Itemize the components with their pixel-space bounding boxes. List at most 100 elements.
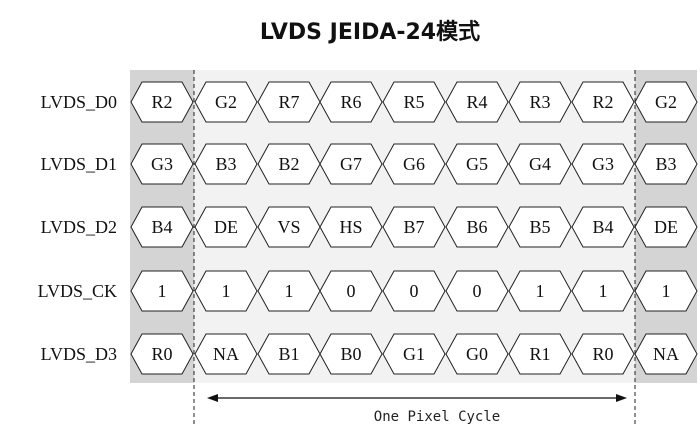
bit-cell-label: G4 — [529, 154, 551, 174]
bit-cell-label: 1 — [662, 281, 671, 301]
bit-cell-hexagon — [319, 270, 383, 312]
bit-cell-label: R0 — [151, 344, 172, 364]
bit-cell-hexagon — [634, 206, 698, 248]
bit-cell-label: G3 — [592, 154, 614, 174]
bit-cell-hexagon — [319, 333, 383, 375]
bit-cell-label: VS — [277, 217, 300, 237]
bit-cell-hexagon — [634, 81, 698, 123]
lane-label: LVDS_D0 — [41, 92, 117, 112]
bit-cell-hexagon — [571, 206, 635, 248]
bit-cell-label: B3 — [215, 154, 236, 174]
cycle-span-arrow — [207, 394, 627, 402]
bit-cell-label: B4 — [151, 217, 172, 237]
bit-cell-label: G2 — [655, 92, 677, 112]
bit-cell-label: R0 — [592, 344, 613, 364]
bit-cell-label: 1 — [222, 281, 231, 301]
bit-cell-hexagon — [445, 81, 509, 123]
bit-cell-label: R3 — [529, 92, 550, 112]
bit-cell-label: G5 — [466, 154, 488, 174]
bit-cell-label: R2 — [592, 92, 613, 112]
bit-cell-hexagon — [445, 143, 509, 185]
bit-cell-hexagon — [634, 333, 698, 375]
bit-cell-hexagon — [445, 206, 509, 248]
bit-cell-label: 1 — [599, 281, 608, 301]
arrow-left-head — [207, 394, 218, 402]
lane-row: LVDS_D1 G3 B3 B2 G7 G6 G5 G4 G3 B3 — [41, 143, 698, 185]
cycle-caption: One Pixel Cycle — [374, 409, 500, 425]
bit-cell-hexagon — [571, 333, 635, 375]
lane-row: LVDS_CK 1 1 1 0 0 0 1 1 1 — [38, 270, 698, 312]
bit-cell-label: 1 — [285, 281, 294, 301]
bit-cell-hexagon — [634, 270, 698, 312]
bit-cell-label: G6 — [403, 154, 425, 174]
bit-cell-label: B1 — [278, 344, 299, 364]
bit-cell-label: 0 — [410, 281, 419, 301]
bit-cell-hexagon — [130, 206, 194, 248]
bit-cell-hexagon — [194, 81, 258, 123]
bit-cell-label: B0 — [340, 344, 361, 364]
bit-cell-hexagon — [382, 81, 446, 123]
bit-cell-label: NA — [653, 344, 679, 364]
bit-cell-hexagon — [445, 270, 509, 312]
bit-cell-hexagon — [508, 81, 572, 123]
lane-row: LVDS_D2 B4 DE VS HS B7 B6 B5 B4 DE — [41, 206, 698, 248]
bit-cell-hexagon — [508, 270, 572, 312]
lane-row: LVDS_D3 R0 NA B1 B0 G1 G0 R1 R0 NA — [41, 333, 698, 375]
bit-cell-label: R1 — [529, 344, 550, 364]
bit-cell-hexagon — [130, 81, 194, 123]
bit-cell-hexagon — [445, 333, 509, 375]
bit-cell-hexagon — [382, 143, 446, 185]
bit-cell-label: R4 — [466, 92, 487, 112]
bit-cell-label: B2 — [278, 154, 299, 174]
bit-cell-label: 0 — [347, 281, 356, 301]
bit-cell-label: G7 — [340, 154, 362, 174]
bit-cell-hexagon — [382, 206, 446, 248]
bit-cell-hexagon — [508, 206, 572, 248]
bit-cell-label: R7 — [278, 92, 299, 112]
bit-cell-label: R2 — [151, 92, 172, 112]
bit-cell-hexagon — [194, 143, 258, 185]
bit-cell-label: 0 — [473, 281, 482, 301]
bit-cell-hexagon — [571, 81, 635, 123]
bit-cell-hexagon — [634, 143, 698, 185]
bit-cell-hexagon — [130, 143, 194, 185]
bit-cell-hexagon — [382, 333, 446, 375]
bit-cell-label: G0 — [466, 344, 488, 364]
bit-cell-label: B4 — [592, 217, 613, 237]
bit-cell-hexagon — [194, 333, 258, 375]
bit-cell-hexagon — [319, 81, 383, 123]
bit-cell-hexagon — [508, 333, 572, 375]
bit-cell-hexagon — [508, 143, 572, 185]
bit-cell-label: DE — [654, 217, 678, 237]
bit-cell-label: G2 — [215, 92, 237, 112]
lane-label: LVDS_D2 — [41, 217, 117, 237]
bit-cell-label: B3 — [655, 154, 676, 174]
bit-cell-hexagon — [130, 270, 194, 312]
bit-cell-hexagon — [319, 143, 383, 185]
bit-cell-label: NA — [213, 344, 239, 364]
bit-cell-label: 1 — [158, 281, 167, 301]
bit-cell-hexagon — [194, 270, 258, 312]
bit-cell-label: DE — [214, 217, 238, 237]
arrow-right-head — [616, 394, 627, 402]
bit-cell-label: 1 — [536, 281, 545, 301]
bit-cell-hexagon — [130, 333, 194, 375]
lane-label: LVDS_CK — [38, 281, 117, 301]
bit-cell-label: G3 — [151, 154, 173, 174]
bit-cell-label: B7 — [403, 217, 424, 237]
bit-cell-hexagon — [571, 143, 635, 185]
bit-cell-label: B6 — [466, 217, 487, 237]
bit-cell-label: B5 — [529, 217, 550, 237]
bit-cell-hexagon — [319, 206, 383, 248]
bit-cell-hexagon — [382, 270, 446, 312]
lane-label: LVDS_D1 — [41, 154, 117, 174]
bit-cell-label: G1 — [403, 344, 425, 364]
diagram-title: LVDS JEIDA-24模式 — [260, 20, 480, 45]
bit-cell-label: HS — [339, 217, 362, 237]
lane-label: LVDS_D3 — [41, 344, 117, 364]
bit-cell-hexagon — [571, 270, 635, 312]
bit-cell-label: R5 — [403, 92, 424, 112]
bit-cell-label: R6 — [340, 92, 361, 112]
